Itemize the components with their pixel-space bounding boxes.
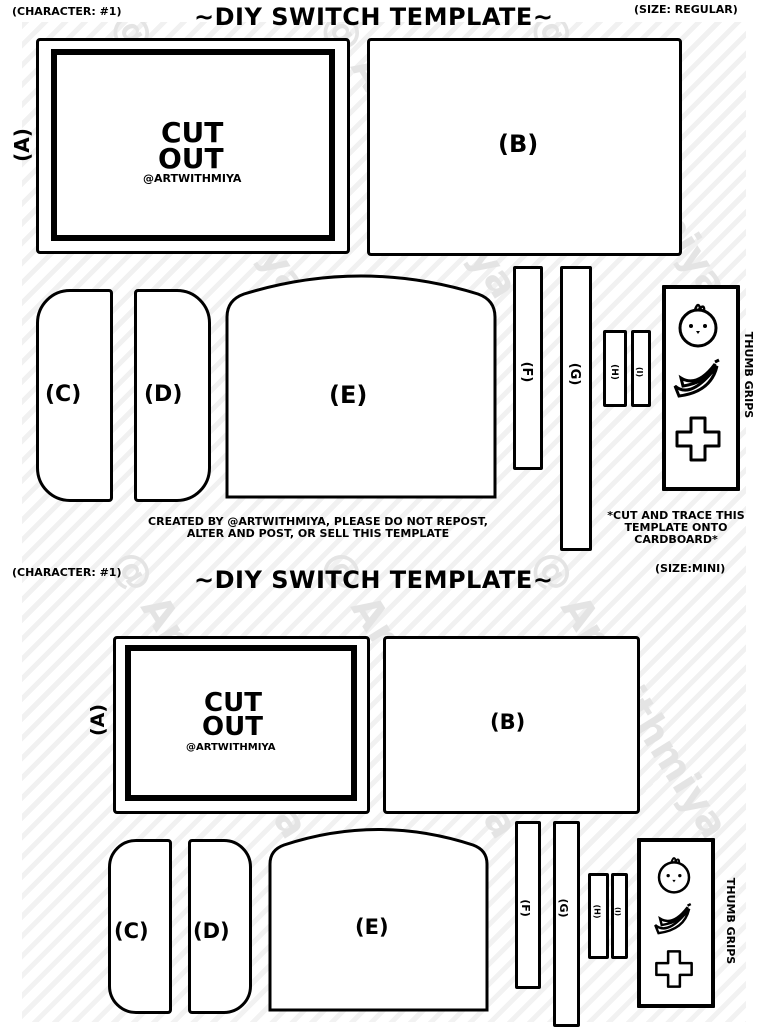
mini-size-label: (SIZE:MINI): [655, 562, 726, 575]
mini-part-c-left-joycon: [108, 839, 172, 1014]
mini-part-f-strip: [515, 821, 541, 989]
part-g-strip: [560, 266, 592, 551]
part-d-label: (D): [144, 382, 183, 407]
mini-part-g-strip: [553, 821, 580, 1027]
mini-banana-icon: [654, 902, 692, 935]
mini-chick-icon: [657, 857, 691, 894]
trace-note-line2: TEMPLATE ONTO: [624, 521, 728, 534]
mini-cutout-line2: OUT: [202, 712, 263, 742]
mini-character-label: (CHARACTER: #1): [12, 566, 122, 579]
part-g-label: (G): [567, 362, 582, 386]
mini-part-i-label: (I): [613, 906, 622, 916]
mini-part-d-label: (D): [193, 919, 230, 943]
mini-part-h-label: (H): [592, 904, 602, 919]
part-f-label: (F): [519, 361, 534, 383]
cutout-line2: OUT: [158, 142, 224, 175]
artist-handle: @ARTWITHMIYA: [143, 172, 242, 185]
mini-part-c-label: (C): [114, 919, 149, 943]
trace-note-line1: *CUT AND TRACE THIS: [607, 509, 745, 522]
credit-line1: CREATED BY @ARTWITHMIYA, PLEASE DO NOT R…: [148, 515, 488, 528]
chick-icon: [678, 303, 718, 348]
page-title: ~DIY SWITCH TEMPLATE~: [194, 3, 554, 31]
part-e-label: (E): [329, 381, 368, 409]
part-d-right-joycon: [134, 289, 211, 502]
part-a-label: (A): [10, 128, 34, 162]
mini-part-b-back: [383, 636, 640, 814]
thumb-grips-label: THUMB GRIPS: [742, 331, 755, 419]
mini-part-e-label: (E): [355, 915, 389, 939]
part-b-back: [367, 38, 682, 256]
mini-part-b-label: (B): [490, 710, 526, 734]
mini-part-g-label: (G): [557, 898, 570, 918]
part-f-strip: [513, 266, 543, 470]
mini-thumb-grips-label: THUMB GRIPS: [724, 877, 737, 965]
part-h-strip: [603, 330, 627, 407]
part-i-label: (I): [635, 366, 644, 378]
credit-line2: ALTER AND POST, OR SELL THIS TEMPLATE: [186, 527, 450, 540]
mini-part-i-strip: [611, 873, 628, 959]
character-label: (CHARACTER: #1): [12, 5, 122, 18]
part-c-label: (C): [45, 382, 82, 407]
banana-icon: [673, 358, 720, 398]
mini-page-title: ~DIY SWITCH TEMPLATE~: [194, 566, 554, 594]
mini-part-f-label: (F): [519, 899, 532, 917]
mini-cutout-line1: CUT: [204, 688, 262, 718]
part-e-dock: [225, 274, 497, 499]
part-h-label: (H): [609, 364, 619, 380]
part-a-cutout-frame: [51, 49, 335, 241]
mini-dpad-icon: [655, 950, 693, 988]
cutout-line1: CUT: [161, 116, 224, 149]
mini-artist-handle: @ARTWITHMIYA: [186, 742, 276, 753]
mini-part-a-label: (A): [87, 703, 109, 737]
part-c-left-joycon: [36, 289, 113, 502]
mini-part-a-cutout-frame: [125, 645, 357, 801]
dpad-icon: [675, 416, 721, 462]
mini-part-h-strip: [588, 873, 609, 959]
part-i-strip: [631, 330, 651, 407]
size-label: (SIZE: REGULAR): [634, 3, 738, 16]
part-a-screen: [36, 38, 350, 254]
mini-part-d-right-joycon: [188, 839, 252, 1014]
mini-part-a-screen: [113, 636, 370, 814]
part-b-label: (B): [498, 130, 539, 158]
mini-part-e-dock: [268, 828, 489, 1012]
trace-note-line3: CARDBOARD*: [634, 533, 718, 546]
